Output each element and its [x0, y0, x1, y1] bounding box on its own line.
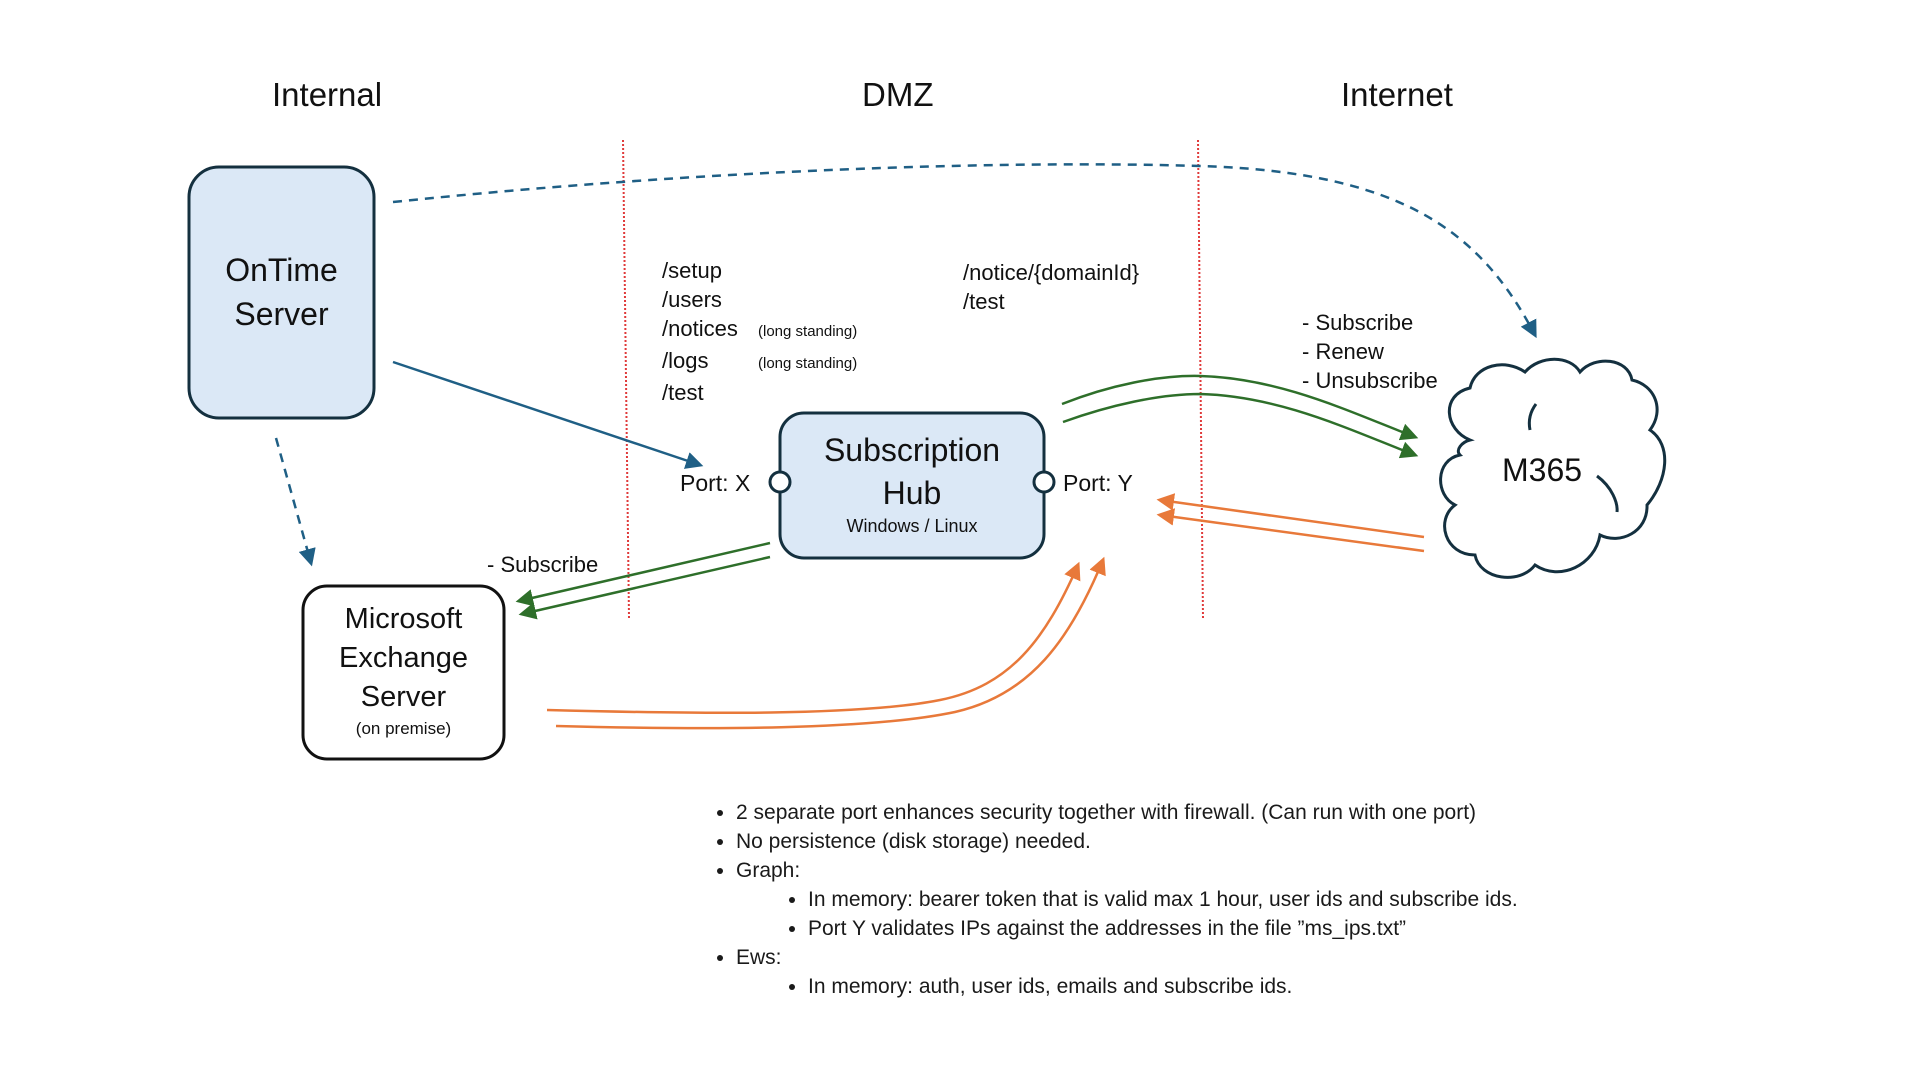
note-text: Ews: [736, 946, 782, 969]
hub-note: Windows / Linux [846, 516, 978, 536]
endpoint-note: (long standing) [758, 323, 858, 340]
note-item: 2 separate port enhances security togeth… [736, 798, 1518, 827]
port-y-endpoints: /notice/{domainId} /test [963, 258, 1139, 316]
exchange-line3: Server [360, 681, 447, 713]
port-x-connector [768, 470, 792, 494]
m365-label: M365 [1502, 452, 1583, 488]
note-text: No persistence (disk storage) needed. [736, 830, 1091, 853]
endpoint-path: /setup [662, 258, 722, 283]
endpoint-path: /test [963, 289, 1005, 314]
note-text: In memory: auth, user ids, emails and su… [808, 975, 1293, 998]
endpoint-row: /setup [662, 256, 857, 285]
m365-cloud [1439, 357, 1667, 579]
hub-line2: Hub [882, 475, 942, 511]
zone-title-internet: Internet [1341, 76, 1453, 113]
endpoint-path: /test [662, 380, 704, 405]
port-y-connector [1032, 470, 1056, 494]
exchange-action-subscribe: - Subscribe [487, 552, 599, 577]
exchange-server-label: Microsoft Exchange Server (on premise) [303, 600, 504, 741]
boundary-internal-dmz [622, 139, 630, 619]
ontime-to-port-x-arrow [392, 360, 704, 469]
note-subitem: Port Y validates IPs against the address… [808, 914, 1518, 943]
hub-to-exchange-arrow-2 [518, 555, 771, 620]
exchange-to-port-y-arrow-2 [555, 556, 1106, 730]
ontime-to-exchange-dashed-arrow [274, 437, 316, 567]
note-item: No persistence (disk storage) needed. [736, 827, 1518, 856]
endpoint-path: /notice/{domainId} [963, 260, 1140, 285]
m365-actions: - Subscribe - Renew - Unsubscribe [1302, 308, 1438, 395]
port-x-label: Port: X [680, 470, 751, 496]
hub-to-exchange-arrow-1 [515, 541, 771, 607]
m365-action-unsubscribe: - Unsubscribe [1302, 368, 1438, 393]
port-y-label: Port: Y [1063, 470, 1133, 496]
exchange-to-port-y-arrow-1 [546, 561, 1081, 715]
m365-action-subscribe: - Subscribe [1302, 310, 1414, 335]
note-item: Graph: In memory: bearer token that is v… [736, 856, 1518, 943]
hub-to-m365-arrow-1 [1061, 374, 1419, 441]
hub-line1: Subscription [823, 432, 1001, 468]
exchange-line1: Microsoft [344, 603, 463, 635]
m365-to-port-y-arrow-2 [1156, 508, 1425, 553]
endpoint-row: /logs (long standing) [662, 346, 857, 378]
boundary-dmz-internet [1197, 139, 1204, 619]
endpoint-note: (long standing) [758, 355, 858, 372]
port-x-endpoints: /setup /users /notices (long standing) /l… [662, 256, 857, 407]
note-subitem: In memory: auth, user ids, emails and su… [808, 972, 1518, 1001]
endpoint-row: /notices (long standing) [662, 314, 857, 346]
ontime-server-box [187, 165, 376, 420]
zone-title-dmz: DMZ [862, 76, 934, 113]
cloud-fold-2 [1527, 403, 1538, 431]
m365-action-renew: - Renew [1302, 339, 1384, 364]
zone-title-internal: Internal [272, 76, 383, 113]
endpoint-path: /logs [662, 348, 709, 373]
cloud-fold-1 [1596, 474, 1619, 513]
ontime-server-label: OnTime Server [189, 248, 374, 336]
note-subitem: In memory: bearer token that is valid ma… [808, 885, 1518, 914]
ontime-server-line2: Server [234, 296, 329, 332]
note-item: Ews: In memory: auth, user ids, emails a… [736, 943, 1518, 1001]
note-text: 2 separate port enhances security togeth… [736, 801, 1477, 824]
exchange-note: (on premise) [355, 719, 452, 738]
ontime-server-line1: OnTime [225, 252, 338, 288]
note-text: Port Y validates IPs against the address… [808, 917, 1407, 940]
subscription-hub-label: Subscription Hub Windows / Linux [780, 428, 1044, 538]
endpoint-path: /notices [662, 316, 738, 341]
notes-list: 2 separate port enhances security togeth… [712, 798, 1518, 1001]
hub-to-m365-arrow-2 [1062, 392, 1419, 459]
exchange-line2: Exchange [339, 642, 468, 674]
note-text: In memory: bearer token that is valid ma… [808, 888, 1518, 911]
endpoint-row: /users [662, 285, 857, 314]
note-text: Graph: [736, 859, 801, 882]
endpoint-path: /users [662, 287, 722, 312]
ontime-to-m365-dashed-arrow [392, 163, 1537, 339]
endpoint-row: /test [662, 378, 857, 407]
exchange-server-box [301, 584, 506, 761]
m365-to-port-y-arrow-1 [1156, 493, 1425, 539]
